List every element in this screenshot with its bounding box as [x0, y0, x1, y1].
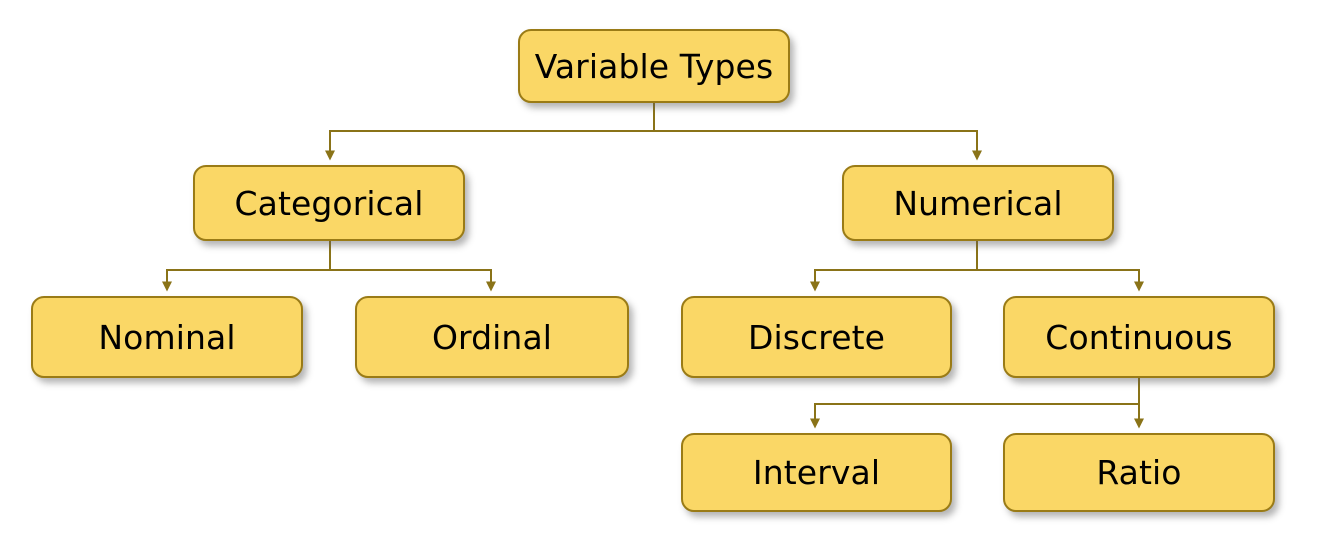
edge-categorical-to-nominal	[162, 241, 331, 292]
node-nominal[interactable]: Nominal	[31, 296, 303, 378]
node-label-discrete: Discrete	[747, 317, 886, 357]
node-label-interval: Interval	[752, 453, 881, 492]
node-label-numerical: Numerical	[893, 183, 1063, 223]
node-continuous[interactable]: Continuous	[1003, 296, 1275, 378]
node-ordinal[interactable]: Ordinal	[355, 296, 629, 378]
node-numerical[interactable]: Numerical	[842, 165, 1114, 241]
node-interval[interactable]: Interval	[681, 433, 952, 512]
edge-numerical-to-discrete	[810, 241, 978, 292]
node-ratio[interactable]: Ratio	[1003, 433, 1275, 512]
node-label-variable-types: Variable Types	[534, 46, 774, 86]
node-label-continuous: Continuous	[1045, 317, 1233, 357]
edge-numerical-to-continuous	[977, 269, 1144, 292]
edge-continuous-to-interval	[810, 378, 1140, 429]
node-categorical[interactable]: Categorical	[193, 165, 465, 241]
node-label-nominal: Nominal	[98, 317, 236, 357]
node-variable-types[interactable]: Variable Types	[518, 29, 790, 103]
edge-variable-types-to-numerical	[654, 130, 982, 161]
edge-variable-types-to-categorical	[325, 103, 655, 161]
node-label-ordinal: Ordinal	[431, 317, 553, 357]
edge-categorical-to-ordinal	[330, 269, 496, 292]
node-label-categorical: Categorical	[234, 183, 424, 223]
node-label-ratio: Ratio	[1096, 453, 1182, 492]
node-discrete[interactable]: Discrete	[681, 296, 952, 378]
